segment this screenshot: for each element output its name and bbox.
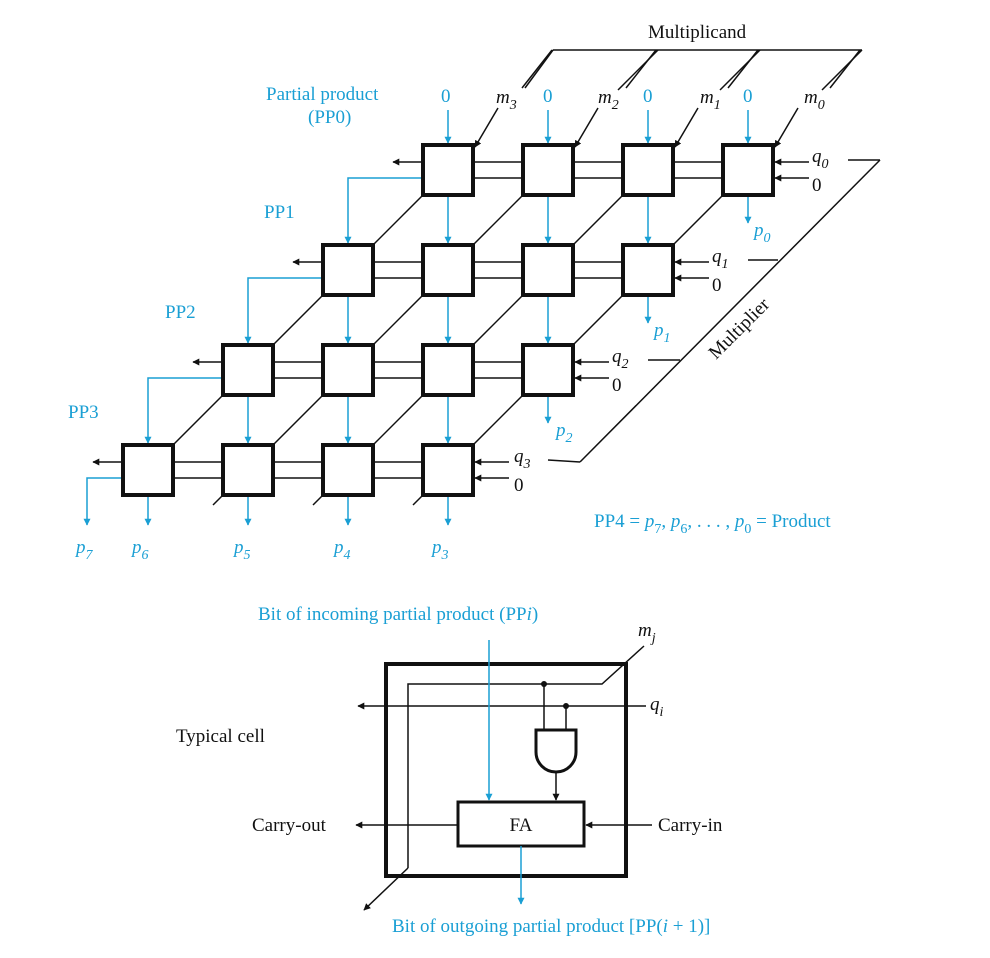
multiplier-cell	[221, 343, 275, 397]
multiplicand-bus-line	[727, 49, 759, 89]
pp0-zero-bit-2: 0	[543, 86, 553, 107]
multiplier-cell	[521, 143, 575, 197]
multiplicand-diagonal	[372, 194, 424, 246]
pp0-zero-bit-0: 0	[743, 86, 753, 107]
and-gate-icon	[534, 728, 578, 774]
multiplier-bus	[547, 459, 581, 463]
multiplier-label: Multiplier	[705, 294, 775, 364]
incoming-pp-label: Bit of incoming partial product (PPi)	[258, 604, 538, 625]
multiplier-bit-q3: q3	[514, 446, 531, 472]
multiplier-bit-q1: q1	[712, 246, 729, 272]
carry-out-label: Carry-out	[252, 815, 327, 836]
multiplier-cell	[421, 343, 475, 397]
pp2-label: PP2	[165, 302, 196, 323]
multiplicand-bus-top	[524, 49, 554, 89]
carry-to-pp-wire	[144, 377, 223, 444]
multiplier-bus	[579, 159, 881, 463]
carry-zero-row-3: 0	[514, 475, 524, 496]
multiplicand-arrow	[474, 107, 499, 148]
pp0-label-line1: Partial product	[266, 84, 379, 105]
array-wires	[83, 49, 881, 526]
multiplier-cell	[421, 443, 475, 497]
product-bit-p4: p4	[332, 537, 351, 563]
pp3-label: PP3	[68, 402, 99, 423]
product-equation: PP4 = p7, p6, . . . , p0 = Product	[594, 511, 831, 537]
multiplicand-diagonal	[372, 394, 424, 446]
multiplicand-diagonal	[472, 394, 524, 446]
fa-label: FA	[510, 815, 533, 836]
multiplicand-bus-line	[521, 49, 553, 89]
carry-zero-row-2: 0	[612, 375, 622, 396]
multiplicand-bit-m3: m3	[496, 87, 517, 113]
carry-in-label: Carry-in	[658, 815, 723, 836]
product-bit-p7-wire	[83, 477, 123, 526]
multiplier-cell	[521, 343, 575, 397]
carry-to-pp-wire	[344, 177, 423, 244]
cell-outer-frame	[384, 662, 628, 878]
junction-dot-qi	[563, 703, 569, 709]
multiplicand-diagonal	[172, 394, 224, 446]
multiplier-cell	[421, 143, 475, 197]
multiplicand-diagonal	[672, 194, 724, 246]
multiplicand-bit-m1: m1	[700, 87, 721, 113]
typical-cell-detail: FA Typical cell Bit of incoming partial …	[176, 604, 723, 937]
multiplicand-diagonal	[572, 194, 624, 246]
multiplier-cell	[221, 443, 275, 497]
multiplicand-bit-m2: m2	[598, 87, 619, 113]
multiplier-cell	[321, 243, 375, 297]
multiplier-cell	[621, 143, 675, 197]
pp1-label: PP1	[264, 202, 295, 223]
multiplier-cell	[121, 443, 175, 497]
multiplier-bit-q0: q0	[812, 146, 829, 172]
multiplicand-bus-line	[829, 49, 861, 89]
pp0-zero-bit-1: 0	[643, 86, 653, 107]
multiplicand-arrow	[774, 107, 799, 148]
carry-zero-row-0: 0	[812, 175, 822, 196]
multiplicand-arrow	[574, 107, 599, 148]
multiplicand-diagonal	[472, 294, 524, 346]
carry-to-pp-wire	[244, 277, 323, 344]
product-bit-p2: p2	[554, 420, 573, 446]
mj-label: mj	[638, 620, 656, 646]
multiplicand-diagonal	[372, 294, 424, 346]
product-bit-p5: p5	[232, 537, 251, 563]
full-adder-box	[456, 800, 586, 848]
multiplicand-label: Multiplicand	[648, 22, 747, 43]
multiplicand-diagonal	[472, 194, 524, 246]
mj-out-arrow	[363, 867, 409, 911]
multiplicand-diagonal	[272, 394, 324, 446]
product-bit-p1: p1	[652, 320, 671, 346]
carry-zero-row-1: 0	[712, 275, 722, 296]
array-cells	[121, 143, 775, 497]
typical-cell-label: Typical cell	[176, 726, 265, 747]
product-bit-p6: p6	[130, 537, 149, 563]
multiplicand-bus-line	[625, 49, 657, 89]
junction-dot-mj	[541, 681, 547, 687]
multiplier-cell	[621, 243, 675, 297]
multiplicand-arrow	[674, 107, 699, 148]
multiplicand-bit-m0: m0	[804, 87, 825, 113]
multiplicand-diagonal	[572, 294, 624, 346]
product-bit-p3: p3	[430, 537, 449, 563]
multiplier-bit-q2: q2	[612, 346, 629, 372]
multiplier-cell	[521, 243, 575, 297]
multiplier-cell	[321, 343, 375, 397]
product-bit-p7: p7	[74, 537, 94, 563]
multiplier-cell	[321, 443, 375, 497]
multiplier-cell	[421, 243, 475, 297]
multiplier-cell	[721, 143, 775, 197]
pp0-zero-bit-3: 0	[441, 86, 451, 107]
mj-wire	[407, 645, 645, 868]
pp0-label-line2: (PP0)	[308, 107, 351, 128]
multiplicand-diagonal	[272, 294, 324, 346]
qi-label: qi	[650, 694, 664, 720]
outgoing-pp-label: Bit of outgoing partial product [PP(i + …	[392, 916, 710, 937]
product-bit-p0: p0	[752, 220, 771, 246]
